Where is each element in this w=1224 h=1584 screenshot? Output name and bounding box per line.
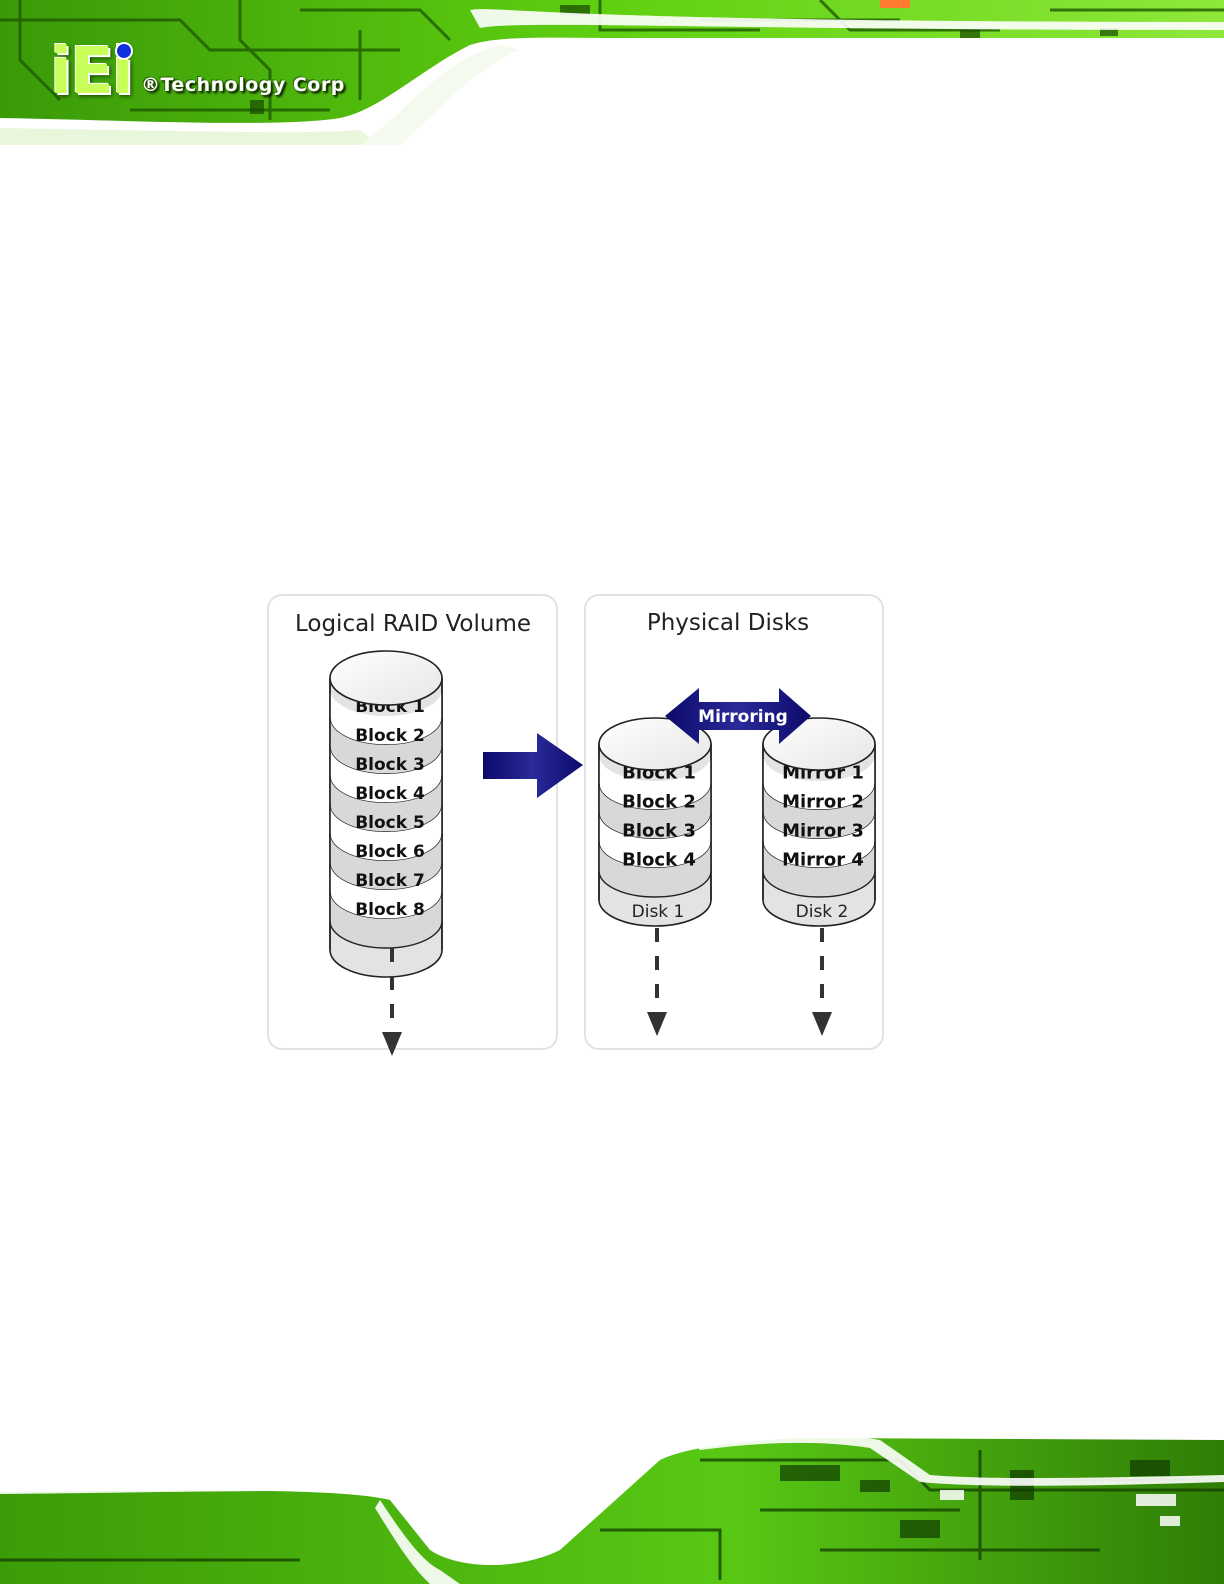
raid1-diagram: Logical RAID Volume Physical Disks Block… [265, 592, 887, 1058]
logical-block-label: Block 5 [355, 813, 425, 833]
company-name: ®Technology Corp [141, 74, 345, 96]
header-banner: iEi ®Technology Corp [0, 0, 1224, 145]
logical-block-label: Block 8 [355, 900, 425, 920]
logical-block-label: Block 7 [355, 871, 425, 891]
disk1-block-label: Block 2 [622, 792, 696, 813]
logical-block-label: Block 2 [355, 726, 425, 746]
disk2-block-label: Mirror 2 [782, 792, 864, 813]
mirroring-label: Mirroring [698, 707, 788, 727]
physical-disks-title: Physical Disks [647, 610, 809, 636]
disk2-block-label: Mirror 4 [782, 850, 864, 871]
disk1-label: Disk 1 [632, 902, 685, 922]
logical-block-label: Block 4 [355, 784, 425, 804]
disk1-block-label: Block 3 [622, 821, 696, 842]
logical-block-top-cap [330, 651, 442, 705]
disk2-label: Disk 2 [796, 902, 849, 922]
disk1-block-label: Block 4 [622, 850, 696, 871]
footer-banner [0, 1420, 1224, 1584]
disk2-block-label: Mirror 3 [782, 821, 864, 842]
logical-block-label: Block 6 [355, 842, 425, 862]
logical-volume-title: Logical RAID Volume [295, 611, 531, 637]
logical-block-label: Block 3 [355, 755, 425, 775]
logo-dot-icon [115, 42, 133, 60]
